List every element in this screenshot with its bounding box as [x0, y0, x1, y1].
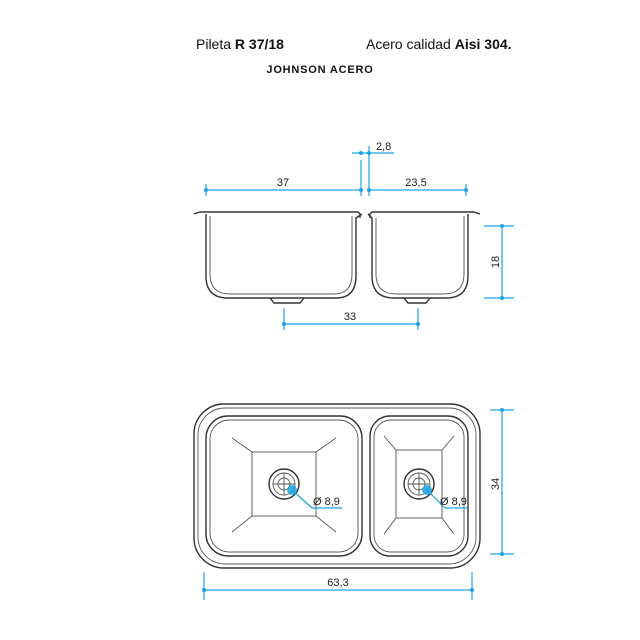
model-title: Pileta R 37/18	[196, 36, 284, 52]
dim-depth: 18	[490, 256, 502, 268]
dim-drain-spacing: 33	[344, 311, 356, 323]
material-prefix: Acero calidad	[366, 36, 451, 52]
left-drain-icon	[268, 468, 300, 500]
model-prefix: Pileta	[196, 36, 232, 52]
right-bowl-inner	[375, 216, 465, 295]
top-view: Ø 8,9 Ø 8,9 34 63,3	[193, 403, 514, 600]
model-code: R 37/18	[234, 36, 284, 52]
left-drain-bump	[269, 297, 305, 304]
right-drain-icon	[403, 468, 435, 500]
left-bowl-profile	[205, 213, 363, 299]
dim-drain-right: Ø 8,9	[440, 496, 467, 508]
dim-total-length: 63,3	[327, 577, 348, 589]
material-code: Aisi 304.	[454, 36, 512, 52]
right-drain-bump	[403, 297, 431, 304]
brand-name: JOHNSON ACERO	[266, 64, 374, 76]
dim-gap: 2,8	[376, 141, 391, 153]
right-rim	[369, 211, 481, 218]
dim-right-width: 23,5	[405, 177, 426, 189]
left-bowl-top	[205, 415, 363, 557]
material-title: Acero calidad Aisi 304.	[366, 36, 512, 52]
left-rim	[193, 211, 361, 218]
right-bowl-profile	[367, 213, 469, 299]
outer-rim	[193, 403, 481, 569]
dim-drain-left: Ø 8,9	[313, 496, 340, 508]
left-bowl-inner	[209, 216, 353, 295]
side-view: 37 2,8 23,5 18 33	[193, 141, 514, 330]
dim-total-width: 34	[490, 478, 502, 490]
right-bowl-top	[369, 415, 469, 557]
dim-left-width: 37	[277, 177, 289, 189]
